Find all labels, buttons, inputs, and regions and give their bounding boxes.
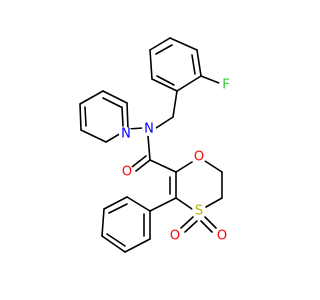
bond [126,102,129,130]
atom-labels: F N N O O S O O [119,78,233,244]
double-bond-inner [108,203,128,214]
double-bond-inner [121,106,124,127]
bond [169,37,198,51]
bond-c-f [200,75,220,84]
double-bond-inner [191,54,196,75]
double-bond-inner [106,233,126,247]
bond [175,197,193,210]
bond [102,90,128,104]
bond-ch2-n [155,116,174,129]
bond-s-o-double [180,216,194,229]
bond [149,37,171,51]
bond-s-o-double [184,220,198,233]
bond [79,90,104,105]
ring-oxygen-atom: O [194,150,204,165]
double-bond-inner [156,75,175,86]
sulfur-atom: S [195,204,203,219]
bond [149,49,153,80]
double-bond-inner [84,106,87,127]
double-bond-inner [155,44,173,55]
bond [103,196,128,210]
sulfonyl-oxygen-left-atom: O [170,229,180,244]
bond-s-o-double [204,216,217,229]
bond [176,75,202,92]
structure-diagram: F N N O O S O O [79,37,233,253]
sulfonyl-oxygen-right-atom: O [217,229,227,244]
bond [196,49,202,77]
bond [204,160,223,173]
bond-c-o-double [135,159,151,172]
molecule-canvas: F N N O O S O O [79,37,233,253]
bond [80,129,107,143]
double-bond-inner [102,97,122,108]
amide-nitrogen-atom: N [144,122,154,137]
carbonyl-oxygen-atom: O [122,165,132,180]
bond-n-carbonyl [147,135,151,161]
pyridine-nitrogen-atom: N [121,127,131,142]
bond [149,197,177,212]
bond [151,78,178,92]
phenyl-ring [101,196,151,253]
fluorine-atom: F [222,78,229,93]
bond-c-o-double [131,155,147,168]
bond [205,197,223,208]
bond [126,196,151,212]
bond [79,103,82,131]
bond [149,159,177,173]
bond [172,90,178,118]
bond [101,208,105,237]
bond [101,235,126,253]
fluorophenyl-ring [149,37,220,92]
bond-s-o-double [200,220,213,233]
bond [124,238,151,253]
bond [175,161,193,173]
oxathiine-ring [169,160,223,210]
